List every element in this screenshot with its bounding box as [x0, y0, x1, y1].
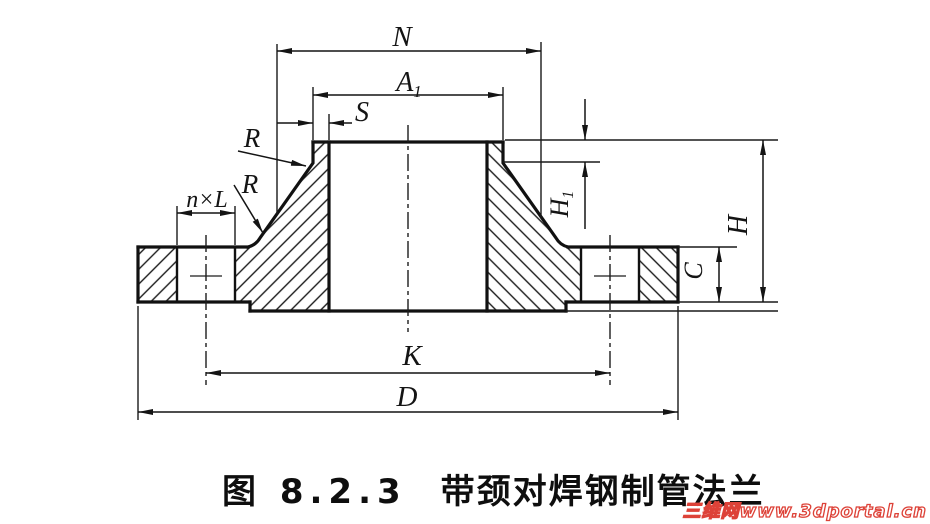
dim-label-A1: A1 — [394, 67, 422, 101]
left-hub-hatch — [235, 142, 329, 311]
dim-label-S: S — [355, 97, 369, 128]
dim-label-H1: H1 — [545, 191, 577, 219]
dim-label-N: N — [391, 21, 413, 53]
left-flange-slab-hatch — [138, 247, 177, 302]
leader-R-lower — [233, 184, 264, 234]
flange-outline — [136, 140, 680, 313]
leader-R-upper — [237, 150, 307, 167]
dim-label-R-upper: R — [243, 123, 261, 153]
dim-label-H: H — [723, 213, 754, 236]
bolt-hole-edges — [175, 247, 641, 302]
right-flange-slab-hatch — [639, 247, 678, 302]
dim-label-C: C — [679, 262, 708, 280]
dim-label-D: D — [396, 381, 418, 413]
figure-caption: 图 8.2.3 带颈对焊钢制管法兰 — [222, 464, 782, 513]
centerlines — [205, 125, 611, 385]
dim-label-R-lower: R — [241, 169, 259, 199]
figure-title: 带颈对焊钢制管法兰 — [440, 472, 765, 512]
section-hatching — [138, 142, 678, 311]
figure-number: 图 8.2.3 — [222, 472, 407, 512]
dim-label-nxL: n×L — [186, 187, 228, 213]
extension-lines — [137, 42, 778, 420]
dim-label-K: K — [401, 340, 423, 372]
right-hub-hatch — [487, 142, 581, 311]
site-watermark: 三维网www.3dportal.cn — [682, 500, 927, 522]
dimension-lines — [138, 48, 766, 415]
